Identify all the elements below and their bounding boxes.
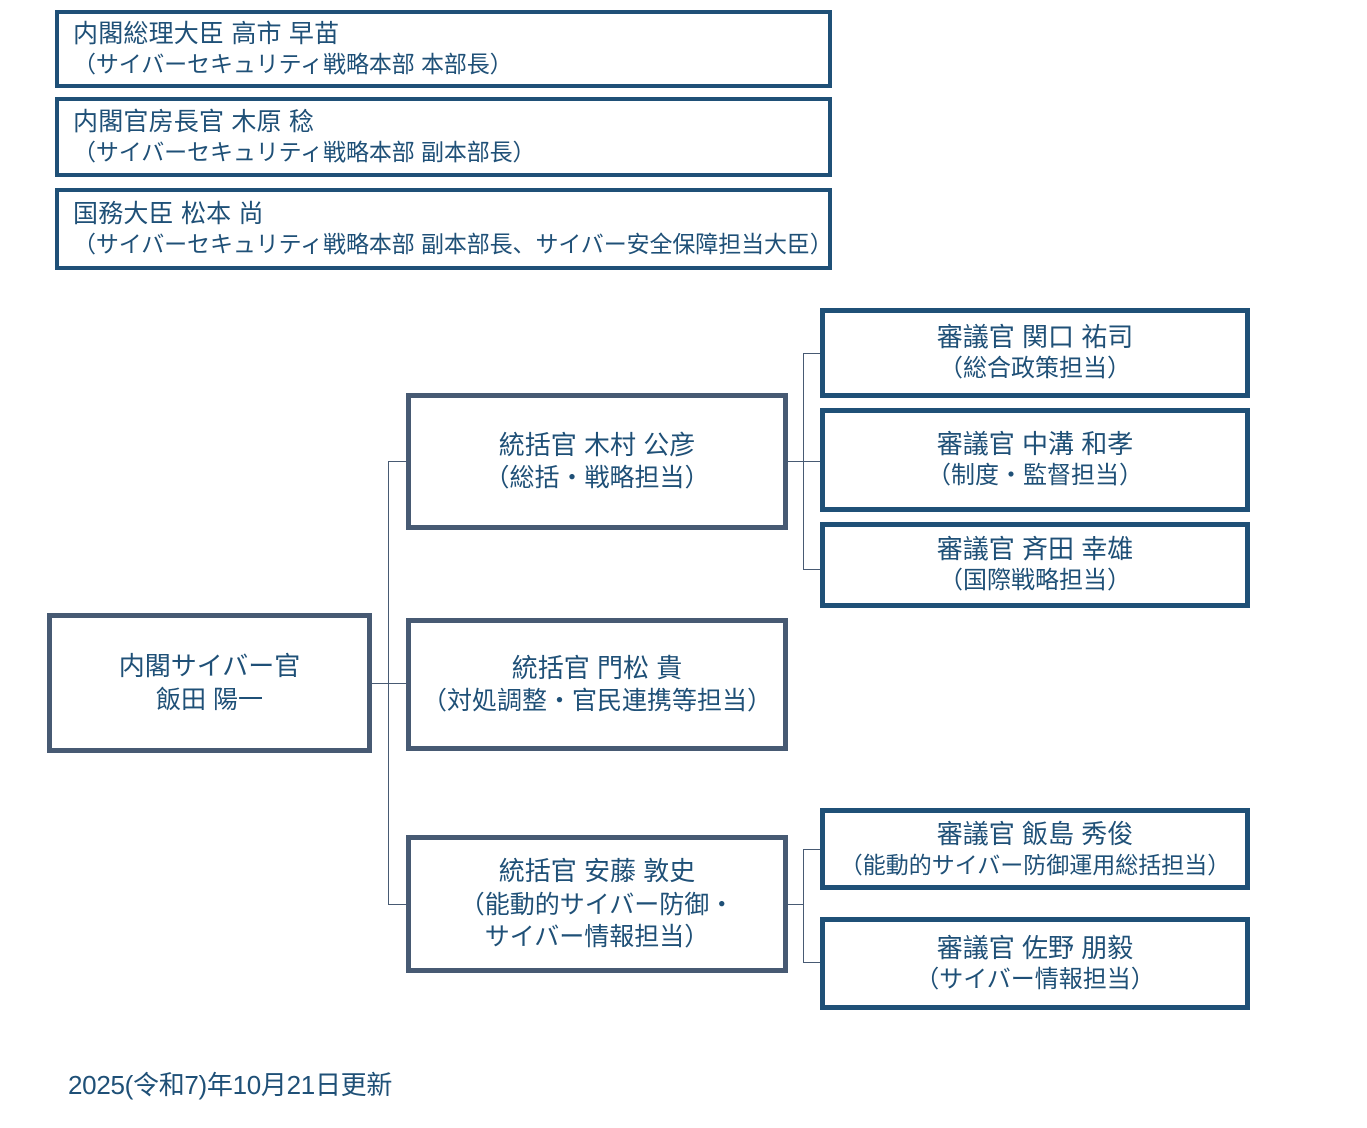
director-title-1: 統括官 木村 公彦: [498, 429, 696, 460]
connector-director-3-stub: [388, 904, 406, 905]
connector-deputy-b1-stub: [803, 849, 820, 850]
executive-title-3: 国務大臣 松本 尚: [73, 200, 264, 229]
connector-director-1-stub: [388, 461, 406, 462]
connector-deputy-a3-stub: [803, 569, 820, 570]
connector-deputy-b2-stub: [803, 962, 820, 963]
connector-directors-trunk: [388, 461, 389, 904]
cyber-officer-name: 飯田 陽一: [156, 685, 263, 714]
deputy-title-b2: 審議官 佐野 朋毅: [936, 932, 1134, 963]
deputy-title-a2: 審議官 中溝 和孝: [936, 429, 1134, 459]
executive-role-1: （サイバーセキュリティ戦略本部 本部長）: [73, 51, 513, 78]
deputy-role-b2: （サイバー情報担当）: [915, 965, 1155, 993]
last-updated-label: 2025(令和7)年10月21日更新: [68, 1070, 393, 1100]
executive-box-chief-cabinet-secretary: 内閣官房長官 木原 稔 （サイバーセキュリティ戦略本部 副本部長）: [55, 97, 832, 177]
connector-deputy-a1-stub: [803, 353, 820, 354]
director-box-ando: 統括官 安藤 敦史 （能動的サイバー防御・ サイバー情報担当）: [406, 835, 788, 973]
director-box-kimura: 統括官 木村 公彦 （総括・戦略担当）: [406, 393, 788, 530]
executive-box-minister-of-state: 国務大臣 松本 尚 （サイバーセキュリティ戦略本部 副本部長、サイバー安全保障担…: [55, 188, 833, 270]
connector-deputies-b-trunk: [803, 849, 804, 962]
executive-role-3: （サイバーセキュリティ戦略本部 副本部長、サイバー安全保障担当大臣）: [73, 231, 833, 258]
connector-deputies-a-stub: [788, 461, 803, 462]
connector-director-2-stub: [388, 683, 406, 684]
deputy-role-a1: （総合政策担当）: [939, 355, 1131, 383]
executive-title-2: 内閣官房長官 木原 稔: [73, 108, 315, 137]
cyber-officer-box: 内閣サイバー官 飯田 陽一: [47, 613, 372, 753]
deputy-box-nakamizo: 審議官 中溝 和孝 （制度・監督担当）: [820, 408, 1250, 512]
director-title-3: 統括官 安藤 敦史: [498, 856, 696, 887]
executive-role-2: （サイバーセキュリティ戦略本部 副本部長）: [73, 139, 536, 166]
deputy-role-a2: （制度・監督担当）: [927, 462, 1143, 490]
executive-box-prime-minister: 内閣総理大臣 高市 早苗 （サイバーセキュリティ戦略本部 本部長）: [55, 10, 832, 88]
director-title-2: 統括官 門松 貴: [511, 652, 683, 683]
deputy-role-a3: （国際戦略担当）: [939, 567, 1131, 595]
cyber-officer-title: 内閣サイバー官: [118, 651, 301, 682]
director-role-1: （総括・戦略担当）: [484, 464, 710, 493]
deputy-title-b1: 審議官 飯島 秀俊: [936, 818, 1134, 849]
deputy-title-a3: 審議官 斉田 幸雄: [936, 534, 1134, 564]
deputy-title-a1: 審議官 関口 祐司: [936, 322, 1134, 352]
deputy-box-sano: 審議官 佐野 朋毅 （サイバー情報担当）: [820, 917, 1250, 1010]
director-role-2: （対処調整・官民連携等担当）: [421, 687, 772, 716]
deputy-box-sekiguchi: 審議官 関口 祐司 （総合政策担当）: [820, 308, 1250, 398]
deputy-box-iijima: 審議官 飯島 秀俊 （能動的サイバー防御運用総括担当）: [820, 808, 1250, 890]
director-role-3a: （能動的サイバー防御・: [459, 890, 735, 919]
director-box-kadomatsu: 統括官 門松 貴 （対処調整・官民連携等担当）: [406, 618, 788, 751]
deputy-box-saida: 審議官 斉田 幸雄 （国際戦略担当）: [820, 522, 1250, 608]
executive-title-1: 内閣総理大臣 高市 早苗: [73, 20, 340, 49]
connector-deputies-b-stub: [788, 904, 803, 905]
director-role-3b: サイバー情報担当）: [484, 922, 710, 951]
deputy-role-b1: （能動的サイバー防御運用総括担当）: [839, 851, 1231, 878]
connector-deputy-a2-stub: [803, 461, 820, 462]
